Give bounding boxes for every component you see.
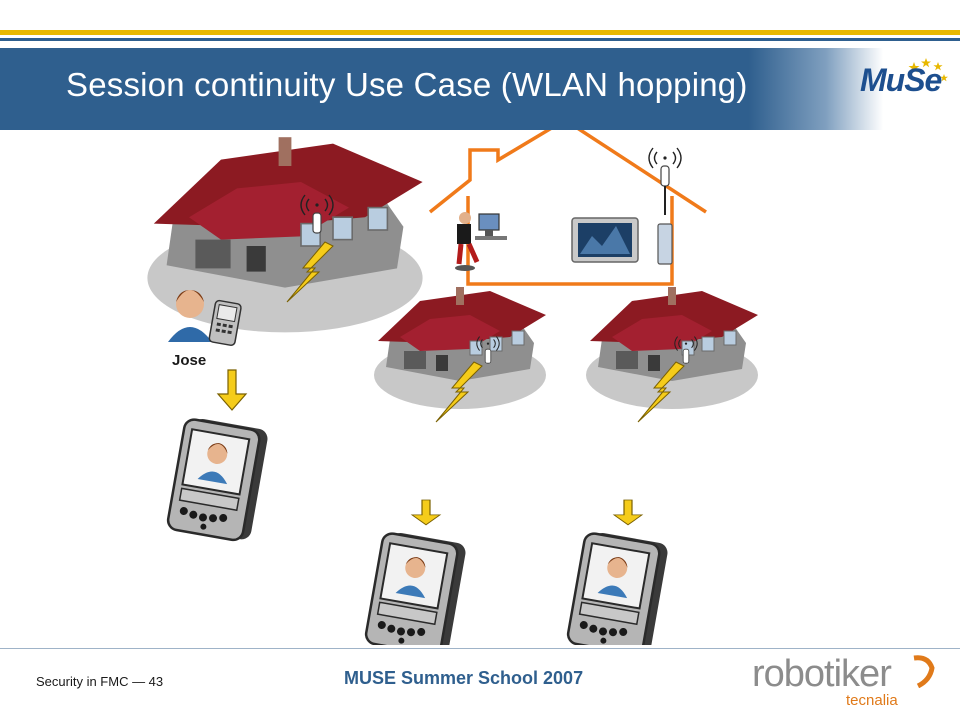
pda-icon: [363, 528, 469, 645]
house-icon: [585, 286, 759, 410]
robotiker-logo-text: robotiker: [752, 653, 892, 695]
wlan-hopping-diagram: [146, 130, 759, 645]
muse-logo-icon: [908, 58, 948, 82]
footer-divider: [0, 648, 960, 649]
router-icon: [657, 223, 673, 265]
pda-icon: [565, 528, 671, 645]
arrow-down-icon: [217, 369, 247, 411]
slide-title: Session continuity Use Case (WLAN hoppin…: [66, 66, 748, 103]
top-rule-blue: [0, 38, 960, 41]
arrow-down-icon: [613, 499, 643, 526]
access-point-icon: [648, 147, 682, 187]
title-bar: [0, 48, 960, 130]
person-name-label: Jose: [172, 352, 207, 369]
desktop-user-icon: [455, 212, 507, 271]
tecnalia-logo-text: tecnalia: [846, 692, 898, 709]
tv-icon: [571, 217, 639, 263]
top-rule-yellow: [0, 30, 960, 35]
person-icon: [168, 290, 212, 342]
pda-icon: [165, 414, 271, 545]
footer-event-name: MUSE Summer School 2007: [344, 668, 584, 688]
robotiker-logo-icon: [913, 655, 935, 688]
phone-icon: [208, 299, 242, 346]
footer-slide-info: Security in FMC — 43: [36, 674, 164, 689]
muse-logo-text: MuSe: [860, 62, 942, 98]
arrow-down-icon: [411, 499, 441, 526]
